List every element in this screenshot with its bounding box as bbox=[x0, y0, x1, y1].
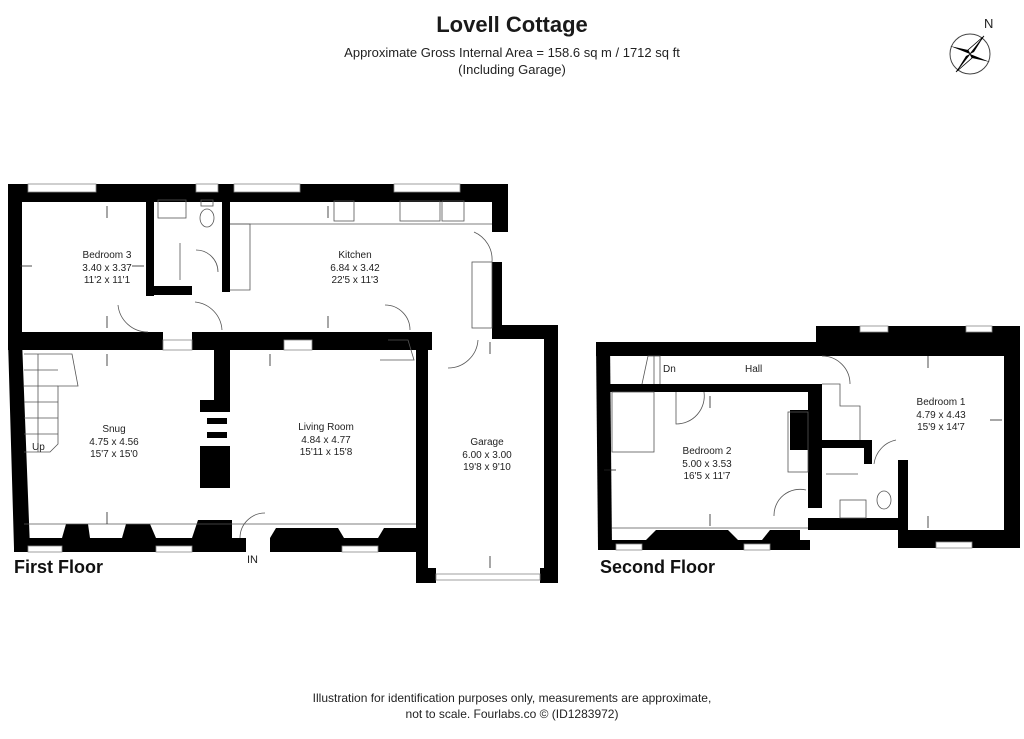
area-summary: Approximate Gross Internal Area = 158.6 … bbox=[0, 44, 1024, 78]
room-imperial: 11'2 x 11'1 bbox=[83, 275, 131, 286]
room-imperial: 19'8 x 9'10 bbox=[463, 462, 511, 473]
room-bedroom-3: Bedroom 3 3.40 x 3.37 11'2 x 11'1 bbox=[82, 250, 131, 288]
compass-rose-icon bbox=[949, 33, 991, 75]
page-title: Lovell Cottage bbox=[436, 12, 588, 37]
area-note: (Including Garage) bbox=[458, 62, 566, 77]
second-floor-windows bbox=[615, 325, 993, 551]
room-imperial: 15'7 x 15'0 bbox=[90, 449, 138, 460]
room-metric: 3.40 x 3.37 bbox=[82, 262, 132, 274]
room-name: Bedroom 1 bbox=[916, 397, 966, 408]
first-floor-windows bbox=[27, 183, 541, 581]
stairs-up-label: Up bbox=[32, 442, 45, 453]
disclaimer-line-2: not to scale. Fourlabs.co © (ID1283972) bbox=[405, 707, 619, 721]
room-name: Bedroom 2 bbox=[682, 446, 732, 457]
entrance-label: IN bbox=[247, 554, 258, 566]
room-bedroom-1: Bedroom 1 4.79 x 4.43 15'9 x 14'7 bbox=[916, 397, 965, 435]
room-metric: 4.75 x 4.56 bbox=[89, 436, 139, 448]
stairs-down-label: Dn bbox=[663, 364, 676, 375]
room-living-room: Living Room 4.84 x 4.77 15'11 x 15'8 bbox=[298, 422, 354, 460]
room-imperial: 16'5 x 11'7 bbox=[683, 471, 731, 482]
first-floor-walls bbox=[8, 184, 558, 583]
compass: N bbox=[940, 16, 1012, 80]
room-imperial: 15'11 x 15'8 bbox=[299, 447, 353, 458]
disclaimer-line-1: Illustration for identification purposes… bbox=[312, 691, 712, 705]
room-name: Bedroom 3 bbox=[82, 250, 132, 261]
room-name: Living Room bbox=[298, 422, 354, 433]
room-hall: Hall bbox=[745, 364, 763, 375]
room-metric: 6.00 x 3.00 bbox=[462, 449, 512, 461]
first-floor-label: First Floor bbox=[14, 557, 103, 577]
gross-internal-area: Approximate Gross Internal Area = 158.6 … bbox=[344, 45, 680, 60]
room-bedroom-2: Bedroom 2 5.00 x 3.53 16'5 x 11'7 bbox=[682, 446, 731, 484]
room-metric: 5.00 x 3.53 bbox=[682, 458, 732, 470]
room-garage: Garage 6.00 x 3.00 19'8 x 9'10 bbox=[462, 437, 511, 475]
north-label: N bbox=[984, 16, 994, 31]
room-snug: Snug 4.75 x 4.56 15'7 x 15'0 bbox=[89, 424, 138, 462]
disclaimer: Illustration for identification purposes… bbox=[0, 690, 1024, 722]
first-floor-fixtures bbox=[24, 199, 493, 539]
room-metric: 4.84 x 4.77 bbox=[301, 434, 351, 446]
room-name: Garage bbox=[470, 437, 504, 448]
room-metric: 6.84 x 3.42 bbox=[330, 262, 380, 274]
dimension-markers bbox=[20, 206, 1002, 568]
room-imperial: 15'9 x 14'7 bbox=[917, 422, 965, 433]
room-name: Kitchen bbox=[338, 250, 372, 261]
second-floor-label: Second Floor bbox=[600, 557, 716, 577]
room-imperial: 22'5 x 11'3 bbox=[331, 275, 379, 286]
room-kitchen: Kitchen 6.84 x 3.42 22'5 x 11'3 bbox=[330, 250, 379, 288]
room-metric: 4.79 x 4.43 bbox=[916, 409, 966, 421]
room-name: Snug bbox=[102, 424, 126, 435]
second-floor-fixtures bbox=[611, 355, 897, 529]
